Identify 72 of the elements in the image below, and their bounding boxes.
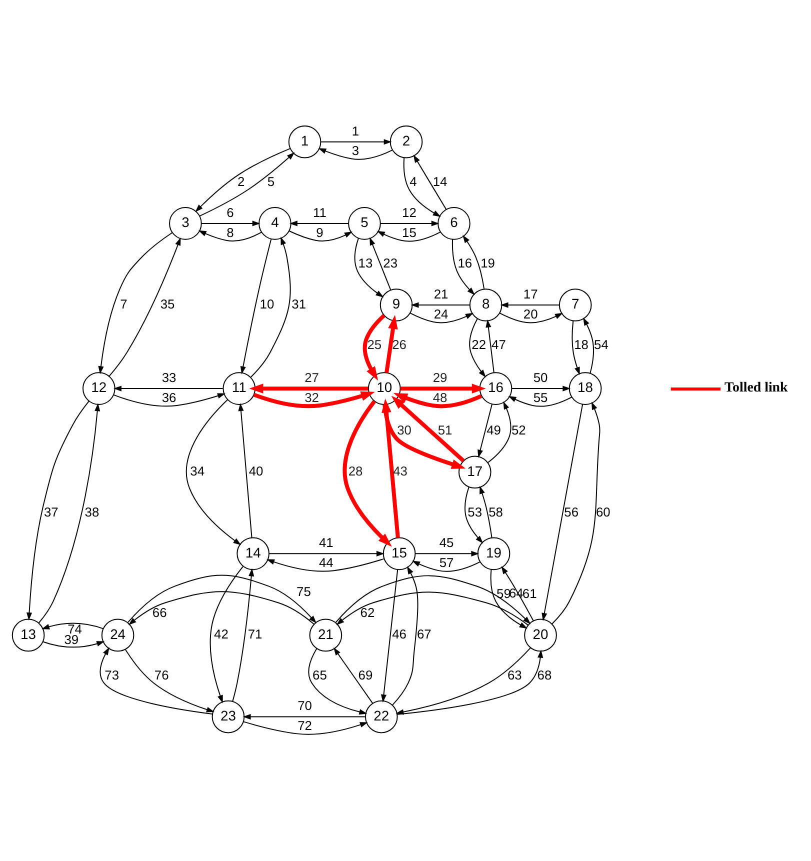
edge-label: 11	[313, 204, 326, 220]
edge-label: 76	[154, 667, 169, 682]
edge-label: 45	[439, 535, 454, 550]
edge-label: 35	[160, 296, 175, 312]
edge-label: 62	[360, 604, 375, 620]
edge-label: 71	[248, 626, 262, 642]
edge-label: 28	[348, 463, 363, 478]
edge-label: 69	[358, 667, 373, 682]
edge-label: 18	[574, 337, 588, 352]
edge-label: 63	[507, 667, 522, 682]
edge-label: 53	[468, 504, 482, 520]
edge-label: 70	[298, 698, 312, 714]
edge-label: 37	[44, 504, 58, 520]
edge-label: 41	[318, 535, 334, 550]
edge-label: 50	[533, 370, 548, 385]
edge-label: 61	[522, 586, 537, 601]
edge-label: 1	[352, 123, 360, 138]
edge-label: 44	[318, 554, 334, 570]
edge-label: 26	[392, 337, 406, 352]
edge-label: 46	[392, 626, 406, 642]
edge-label: 57	[439, 554, 454, 570]
edge-label: 67	[416, 626, 432, 642]
edge-label: 8	[226, 224, 234, 240]
edge-label: 66	[152, 604, 167, 620]
edge-label: 68	[537, 667, 552, 682]
edge-label: 30	[397, 422, 412, 438]
edge-label: 3	[352, 143, 360, 158]
edge-label: 72	[298, 718, 312, 734]
edge-label: 51	[438, 422, 452, 438]
legend-label: Tolled link	[724, 380, 788, 396]
edge-label: 55	[533, 390, 548, 405]
edge-label: 54	[594, 337, 608, 352]
edge-label: 31	[292, 296, 306, 312]
edge-label: 16	[458, 256, 472, 271]
edge-label: 27	[304, 370, 319, 385]
edge-label: 32	[304, 390, 319, 405]
edge-label: 10	[260, 296, 274, 312]
edge-label: 15	[402, 224, 416, 240]
edge-label: 75	[296, 584, 311, 600]
edge-label: 14	[432, 174, 448, 190]
edge-label: 17	[523, 286, 538, 302]
edge-label: 22	[472, 337, 486, 352]
edge-label: 29	[432, 370, 448, 385]
edge-label: 23	[383, 256, 398, 271]
edge-label: 49	[486, 422, 501, 438]
edge-label: 12	[402, 204, 416, 220]
edge-label: 47	[492, 337, 506, 352]
edge-label: 73	[104, 667, 120, 682]
edge-label: 34	[190, 463, 205, 478]
edge-label: 5	[267, 174, 275, 190]
edge-label: 42	[214, 626, 228, 642]
edge-label: 24	[434, 306, 448, 322]
edge-label: 25	[367, 337, 382, 352]
edge-label: 60	[596, 504, 610, 520]
edge-label: 4	[410, 174, 417, 190]
edge-label: 2	[238, 174, 245, 190]
edge-label: 40	[248, 463, 264, 478]
edge-label: 9	[316, 224, 324, 240]
edge-label: 7	[120, 296, 128, 312]
edge-label: 58	[488, 504, 503, 520]
edge-label: 21	[434, 286, 448, 302]
edge-label: 6	[226, 204, 234, 220]
edge-label: 33	[162, 370, 176, 385]
edge-label: 19	[480, 256, 495, 271]
edge-label: 65	[312, 667, 327, 682]
edge-label: 36	[162, 390, 176, 405]
edge-label: 20	[523, 306, 538, 322]
edge-label: 38	[84, 504, 100, 520]
edge-label: 48	[432, 390, 448, 405]
edge-label: 52	[511, 422, 526, 438]
edge-label: 13	[358, 256, 373, 271]
edge-label: 56	[564, 504, 579, 520]
